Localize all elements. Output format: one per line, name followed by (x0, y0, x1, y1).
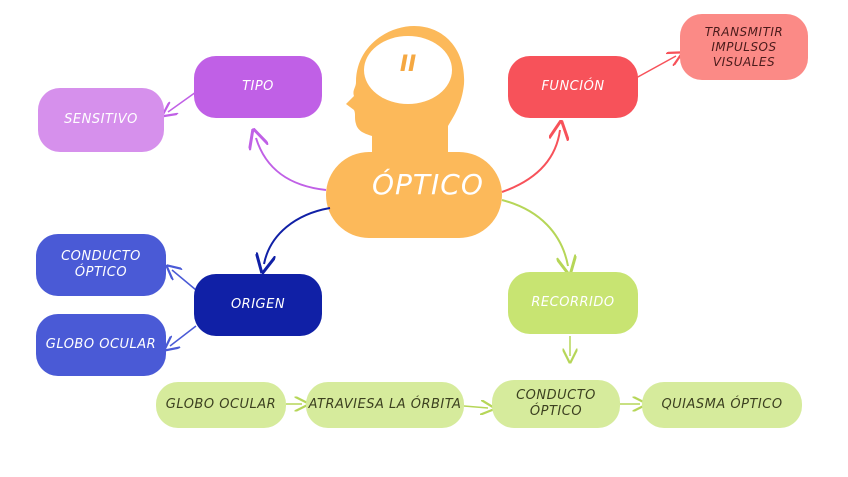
step-globo-ocular: GLOBO OCULAR (156, 382, 286, 428)
step-conducto-optico: CONDUCTO ÓPTICO (492, 380, 620, 428)
brain-area (364, 36, 452, 104)
connector-origen-conducto (172, 270, 197, 291)
cranial-nerve-numeral: II (399, 52, 417, 77)
origen-node: ORIGEN (194, 274, 322, 336)
connector-tipo-sensitivo (168, 91, 197, 112)
connector-origen-globo (170, 325, 197, 346)
connector-step2-step3 (463, 406, 488, 408)
connector-center-origen (264, 207, 331, 264)
transmitir-node: TRANSMITIR IMPULSOS VISUALES (680, 14, 808, 80)
recorrido-node: RECORRIDO (508, 272, 638, 334)
origen-globo-ocular: GLOBO OCULAR (36, 314, 166, 376)
step-quiasma-optico: QUIASMA ÓPTICO (642, 382, 802, 428)
connector-funcion-transmitir (635, 56, 676, 79)
neck-base (326, 152, 502, 238)
tipo-node: TIPO (194, 56, 322, 118)
step-atraviesa-orbita: ATRAVIESA LA ÓRBITA (306, 382, 464, 428)
funcion-node: FUNCIÓN (508, 56, 638, 118)
connector-center-recorrido (501, 199, 568, 266)
connector-center-tipo (256, 138, 327, 191)
connector-center-funcion (501, 130, 560, 193)
origen-conducto-optico: CONDUCTO ÓPTICO (36, 234, 166, 296)
center-title: ÓPTICO (372, 168, 484, 201)
sensitivo-node: SENSITIVO (38, 88, 164, 152)
